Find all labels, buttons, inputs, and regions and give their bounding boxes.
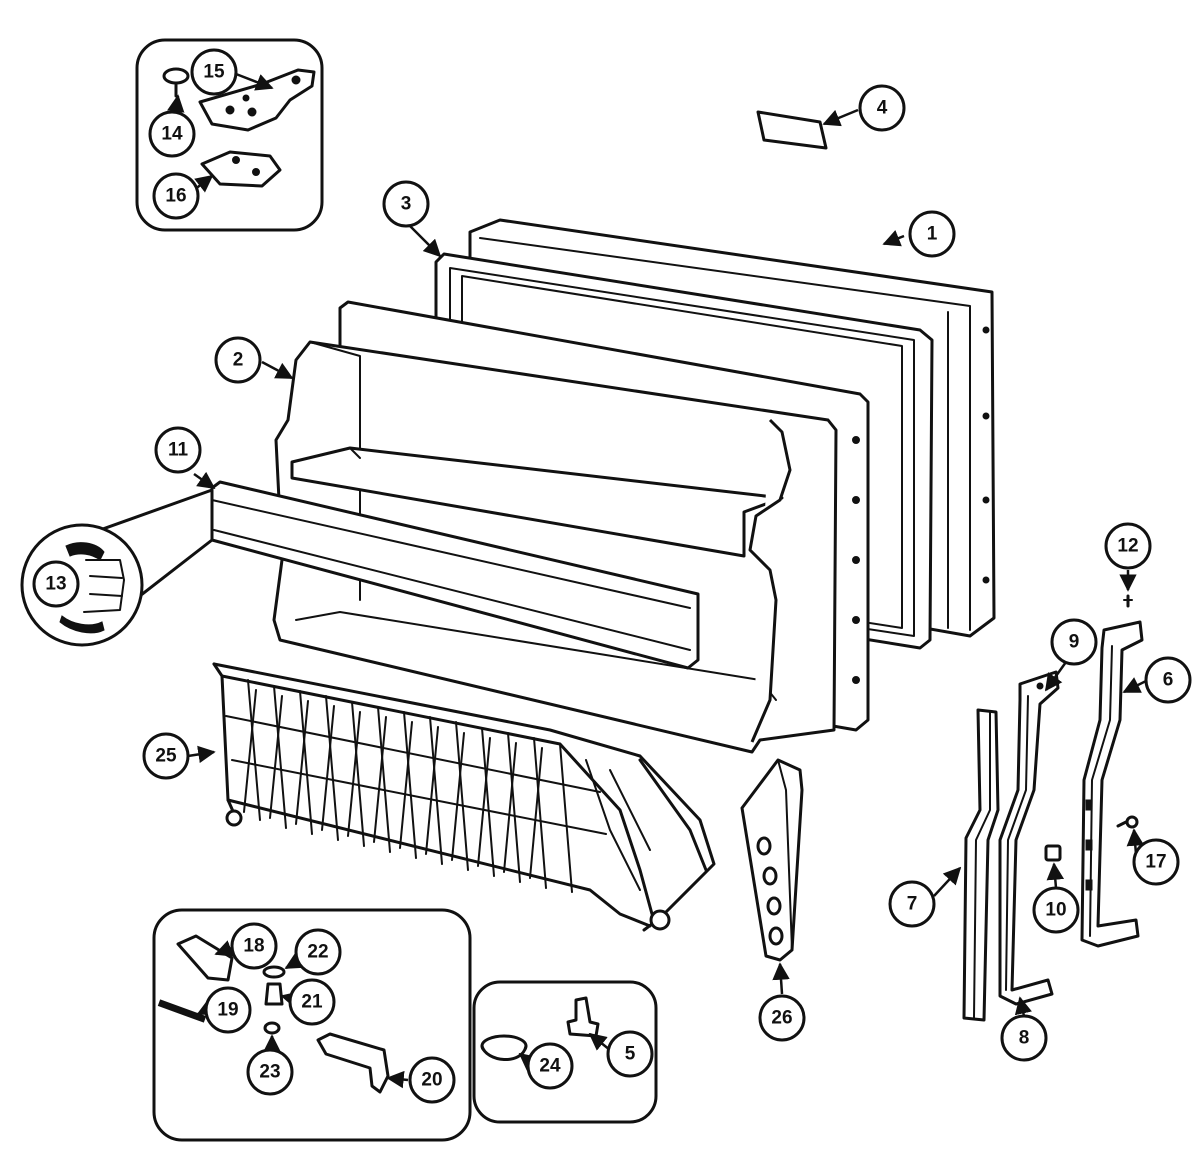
callout-label: 2 (233, 350, 244, 371)
callout-label: 5 (625, 1044, 636, 1065)
wire-basket (212, 662, 716, 932)
callout-label: 25 (155, 746, 177, 767)
callout-label: 23 (259, 1062, 280, 1083)
plug-24 (480, 1034, 528, 1061)
callout-8: 8 (1000, 1014, 1048, 1062)
upper-hinge-part (198, 68, 316, 132)
callout-5: 5 (606, 1030, 654, 1078)
callout-label: 20 (421, 1070, 442, 1091)
callout-label: 9 (1069, 632, 1080, 653)
callout-label: 14 (161, 124, 183, 145)
callout-label: 13 (45, 574, 66, 595)
callout-12: 12 (1104, 522, 1152, 570)
callout-11: 11 (154, 426, 202, 474)
callout-22: 22 (294, 928, 342, 976)
handle-spring-20 (316, 1032, 390, 1094)
callout-label: 22 (307, 942, 328, 963)
callout-label: 21 (301, 992, 323, 1013)
clip-10 (1044, 844, 1062, 862)
screw-12 (1123, 594, 1133, 608)
small-parts-inset (472, 980, 658, 1124)
callout-label: 15 (203, 62, 225, 83)
hinge-bracket (740, 758, 804, 962)
callout-label: 8 (1019, 1028, 1030, 1049)
callout-label: 4 (877, 98, 888, 119)
callout-label: 3 (401, 194, 412, 215)
callout-23: 23 (246, 1048, 294, 1096)
callout-20: 20 (408, 1056, 456, 1104)
side-rail-8 (998, 670, 1060, 1006)
callout-label: 10 (1045, 900, 1066, 921)
lower-hinge-part (200, 150, 282, 188)
bushing-5 (566, 996, 600, 1038)
callout-15: 15 (190, 48, 238, 96)
callout-label: 7 (907, 894, 918, 915)
label-part (756, 110, 828, 150)
callout-label: 16 (165, 186, 186, 207)
callout-label: 18 (243, 936, 264, 957)
callout-label: 26 (771, 1008, 792, 1029)
handle-inset (152, 908, 472, 1142)
callout-label: 24 (539, 1056, 561, 1077)
side-rail-7 (962, 708, 1000, 1022)
callout-3: 3 (382, 180, 430, 228)
callout-16: 16 (152, 172, 200, 220)
callout-label: 12 (1117, 536, 1138, 557)
callout-18: 18 (230, 922, 278, 970)
callout-1: 1 (908, 210, 956, 258)
callout-17: 17 (1132, 838, 1180, 886)
callout-21: 21 (288, 978, 336, 1026)
callout-14: 14 (148, 110, 196, 158)
callout-24: 24 (526, 1042, 574, 1090)
rail-end-detail (20, 488, 214, 647)
callout-13: 13 (32, 560, 80, 608)
callout-label: 17 (1145, 852, 1166, 873)
callout-19: 19 (204, 986, 252, 1034)
callout-label: 6 (1163, 670, 1174, 691)
callout-10: 10 (1032, 886, 1080, 934)
handle-bracket-18 (176, 934, 234, 982)
callout-4: 4 (858, 84, 906, 132)
callout-25: 25 (142, 732, 190, 780)
callout-label: 11 (168, 440, 189, 461)
hinge-plug-part (162, 67, 190, 98)
screw-17 (1116, 815, 1139, 829)
callout-7: 7 (888, 880, 936, 928)
callout-9: 9 (1050, 618, 1098, 666)
callout-6: 6 (1144, 656, 1192, 704)
callout-label: 19 (217, 1000, 238, 1021)
callout-2: 2 (214, 336, 262, 384)
callout-26: 26 (758, 994, 806, 1042)
hinge-inset (135, 38, 324, 232)
leader-lines (167, 72, 1149, 1089)
side-rail-6 (1080, 620, 1144, 948)
callout-label: 1 (927, 224, 938, 245)
